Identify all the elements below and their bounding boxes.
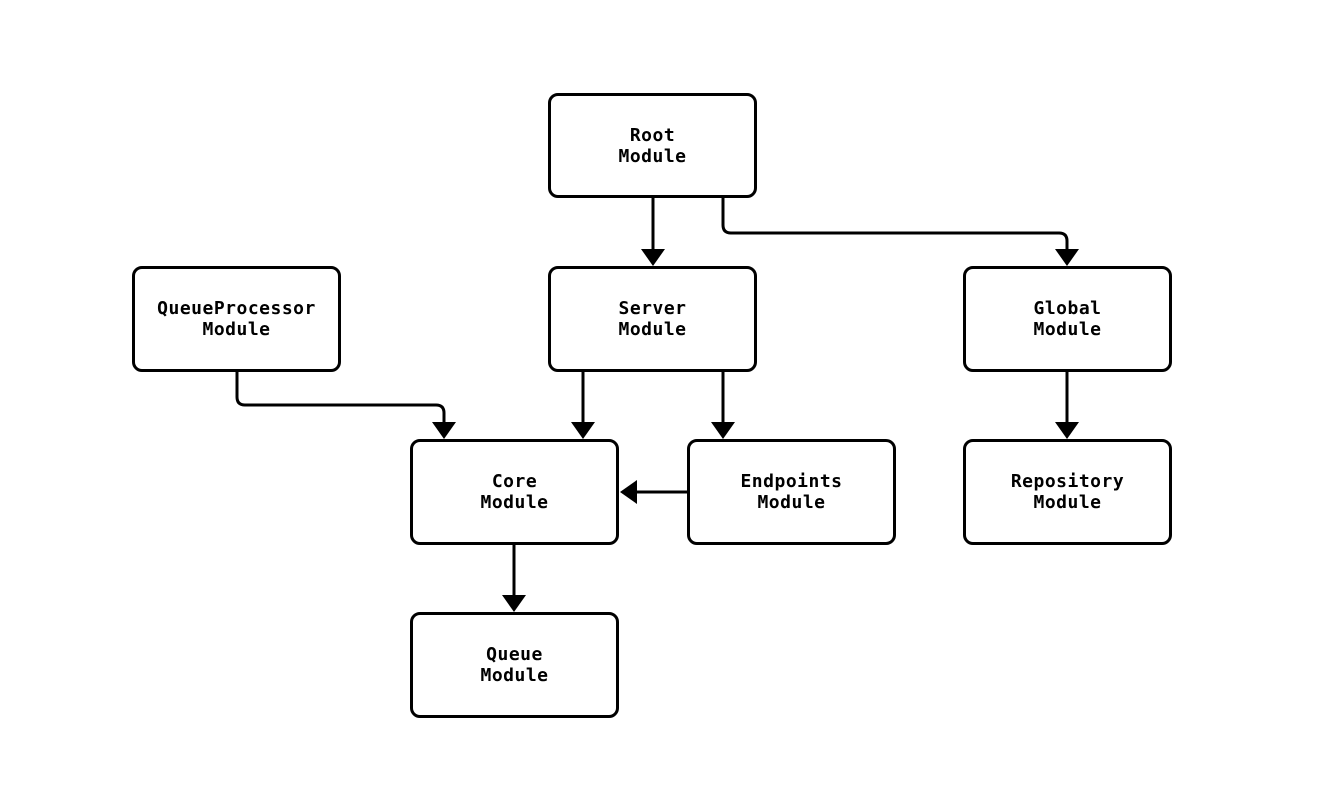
node-global-module: Global Module xyxy=(963,266,1172,372)
node-server-module-label: Server Module xyxy=(618,298,687,340)
node-endpoints-module: Endpoints Module xyxy=(687,439,896,545)
node-server-module: Server Module xyxy=(548,266,757,372)
node-endpoints-module-label: Endpoints Module xyxy=(740,471,843,513)
node-global-module-label: Global Module xyxy=(1033,298,1102,340)
node-queue-module-label: Queue Module xyxy=(480,644,549,686)
edge-queueprocessor-to-core xyxy=(235,372,456,439)
node-queueprocessor-module: QueueProcessor Module xyxy=(132,266,341,372)
edge-global-to-repository xyxy=(1055,372,1079,439)
edge-server-to-endpoints xyxy=(711,372,735,439)
node-queue-module: Queue Module xyxy=(410,612,619,718)
edge-core-to-queue xyxy=(502,545,526,612)
node-root-module-label: Root Module xyxy=(618,124,687,167)
edge-endpoints-to-core xyxy=(620,480,687,504)
node-queueprocessor-module-label: QueueProcessor Module xyxy=(157,298,316,340)
node-repository-module: Repository Module xyxy=(963,439,1172,545)
edge-root-to-global xyxy=(721,198,1079,266)
node-core-module-label: Core Module xyxy=(480,471,549,513)
node-core-module: Core Module xyxy=(410,439,619,545)
edge-server-to-core xyxy=(571,372,595,439)
node-root-module: Root Module xyxy=(548,93,757,198)
edge-root-to-server xyxy=(641,198,665,266)
node-repository-module-label: Repository Module xyxy=(1010,471,1125,513)
